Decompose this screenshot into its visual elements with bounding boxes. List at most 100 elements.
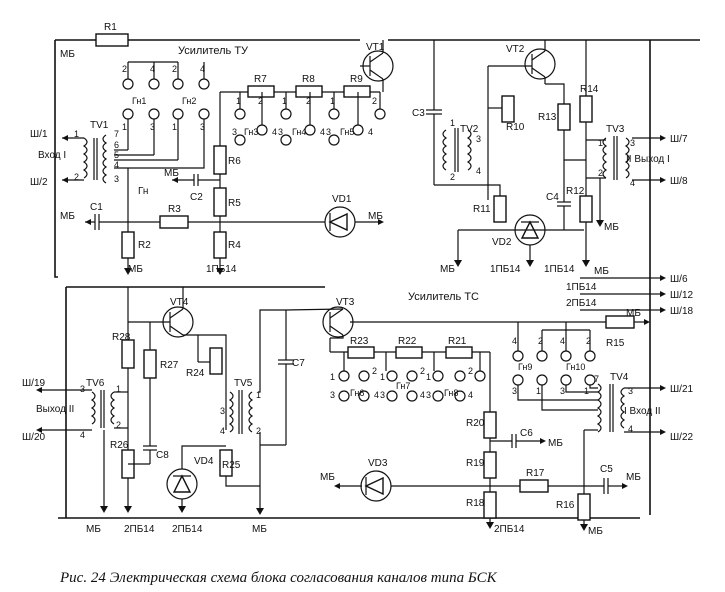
pin-1-tv2: 1 — [450, 118, 455, 128]
pin-2-tv2: 2 — [450, 172, 455, 182]
resistor-r6 — [213, 145, 227, 175]
pin-4-gn6: 4 — [374, 390, 379, 400]
label-mb-vd3: МБ — [320, 472, 335, 483]
pin-4-tv3: 4 — [630, 178, 635, 188]
label-gn1: Гн1 — [132, 96, 146, 106]
connector-sh22: Ш/22 — [670, 432, 694, 443]
pin-4-gn3: 4 — [272, 127, 277, 137]
pin-1-gn3: 1 — [236, 96, 241, 106]
label-c1: C1 — [90, 202, 103, 213]
resistor-r8 — [295, 85, 323, 98]
pin-1-tv5: 1 — [256, 390, 261, 400]
resistor-r21 — [445, 346, 473, 359]
label-r12: R12 — [566, 186, 585, 197]
label-r20: R20 — [466, 418, 485, 429]
pin-1-gn8: 1 — [426, 372, 431, 382]
pin-4-tv6: 4 — [80, 430, 85, 440]
pin-3-gn7: 3 — [380, 390, 385, 400]
pin-4-gn5: 4 — [368, 127, 373, 137]
resistor-r2 — [121, 231, 135, 259]
label-mb-vd1: МБ — [368, 211, 383, 222]
pin-1-gn6: 1 — [330, 372, 335, 382]
pin-1-gn5: 1 — [330, 96, 335, 106]
connector-sh19: Ш/19 — [22, 378, 46, 389]
transformer-tv6 — [90, 390, 116, 428]
transformer-tv2 — [442, 128, 472, 172]
pin-1-gn1: 1 — [122, 122, 127, 132]
label-vt1: VT1 — [366, 42, 385, 53]
pin-2-gn3: 2 — [258, 96, 263, 106]
label-2pb14-r26: 2ПБ14 — [124, 524, 155, 535]
transformer-tv3 — [602, 136, 630, 180]
label-r22: R22 — [398, 336, 417, 347]
label-r4: R4 — [228, 240, 241, 251]
label-gn7: Гн7 — [396, 381, 410, 391]
pin-2-tv3: 2 — [598, 168, 603, 178]
diode-vd1 — [324, 206, 356, 238]
resistor-r23 — [347, 346, 375, 359]
pin-3-gn3: 3 — [232, 127, 237, 137]
label-2pb14-vd4: 2ПБ14 — [172, 524, 203, 535]
pin-2-gn7: 2 — [420, 366, 425, 376]
pin-3-gn6: 3 — [330, 390, 335, 400]
label-c6: C6 — [520, 428, 533, 439]
connector-sh8: Ш/8 — [670, 176, 688, 187]
pin-3-gn5: 3 — [326, 127, 331, 137]
label-r21: R21 — [448, 336, 467, 347]
pin-4-tv4: 4 — [628, 424, 633, 434]
pin-1-gn10: 1 — [584, 386, 589, 396]
resistor-r4 — [213, 231, 227, 259]
section-tu-label: Усилитель ТУ — [178, 45, 249, 57]
label-c8: C8 — [156, 450, 169, 461]
connector-sh21: Ш/21 — [670, 384, 694, 395]
label-gn4: Гн4 — [292, 127, 306, 137]
label-2pb14-sh18: 2ПБ14 — [566, 298, 597, 309]
pin-2-gn8: 2 — [468, 366, 473, 376]
label-r13: R13 — [538, 112, 557, 123]
pin-2-tv5: 2 — [256, 426, 261, 436]
pin-4-gn10: 4 — [560, 336, 565, 346]
resistor-r5 — [213, 187, 227, 217]
pin-2-tv6: 2 — [116, 420, 121, 430]
label-r18: R18 — [466, 498, 485, 509]
label-vd4: VD4 — [194, 456, 214, 467]
resistor-r12 — [579, 195, 593, 223]
resistor-r16 — [577, 493, 591, 521]
label-gn6: Гн6 — [350, 388, 364, 398]
label-mb-r1: МБ — [60, 49, 75, 60]
label-tv2: TV2 — [460, 124, 479, 135]
label-gn9: Гн9 — [518, 362, 532, 372]
pin-3-gn8: 3 — [426, 390, 431, 400]
label-mb-r15: МБ — [626, 308, 641, 319]
label-tv4: TV4 — [610, 372, 629, 383]
transistor-vt2 — [524, 40, 556, 84]
label-c3: C3 — [412, 108, 425, 119]
resistor-r3 — [159, 215, 189, 229]
potentiometer-r24 — [209, 347, 223, 375]
label-mb-c6: МБ — [548, 438, 563, 449]
label-r10: R10 — [506, 122, 525, 133]
pin-7-tv4: 7 — [594, 374, 599, 384]
label-mb-tv5: МБ — [252, 524, 267, 535]
label-r5: R5 — [228, 198, 241, 209]
label-1pb14-r4: 1ПБ14 — [206, 264, 237, 275]
pin-3-gn4: 3 — [278, 127, 283, 137]
transformer-tv5 — [228, 390, 254, 434]
pin-1-gn7: 1 — [380, 372, 385, 382]
label-r25: R25 — [222, 460, 241, 471]
pin-1-tv6: 1 — [116, 384, 121, 394]
resistor-r28 — [121, 339, 135, 369]
port-in1-label: Вход I — [38, 150, 66, 161]
pin-6: 6 — [114, 140, 119, 150]
connector-sh20: Ш/20 — [22, 432, 46, 443]
label-vt3: VT3 — [336, 297, 355, 308]
label-c4: C4 — [546, 192, 559, 203]
label-vd2: VD2 — [492, 237, 512, 248]
pin-4-gn9: 4 — [512, 336, 517, 346]
label-gn3: Гн3 — [244, 127, 258, 137]
label-gn2: Гн2 — [182, 96, 196, 106]
label-r7: R7 — [254, 74, 267, 85]
transformer-tv4 — [596, 383, 626, 433]
label-r14: R14 — [580, 84, 599, 95]
